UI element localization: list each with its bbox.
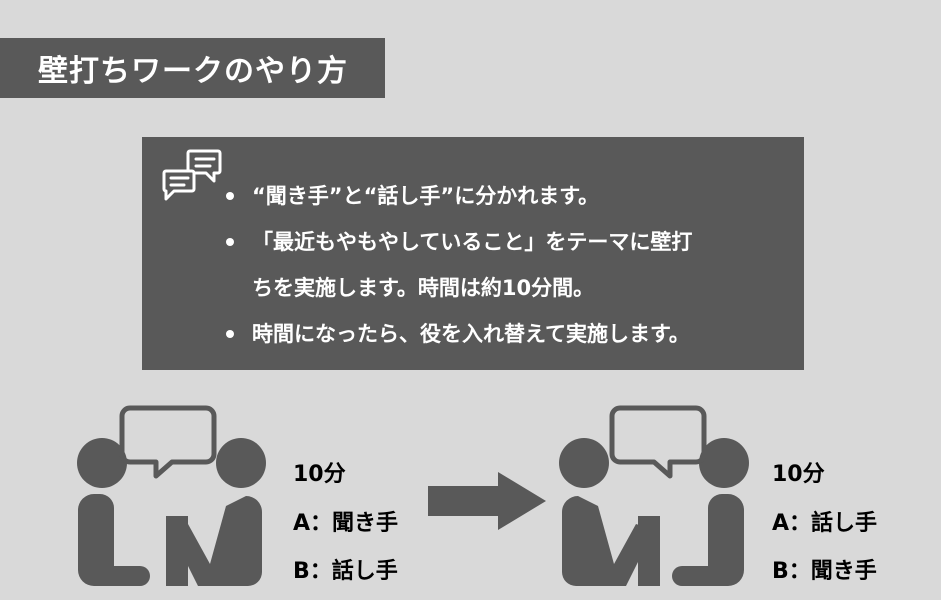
chat-bubbles-icon [162, 149, 222, 201]
two-people-talking-icon [559, 405, 749, 586]
title-banner: 壁打ちワークのやり方 [0, 38, 385, 98]
left-role-a-label: A：聞き手 [293, 511, 399, 536]
page-title: 壁打ちワークのやり方 [38, 54, 348, 89]
right-role-a-label: A：話し手 [772, 511, 878, 536]
instruction-item: 「最近もやもやしていること」をテーマに壁打 [222, 219, 692, 265]
instruction-item: 時間になったら、役を入れ替えて実施します。 [222, 311, 692, 357]
instruction-list: “聞き手”と“話し手”に分かれます。 「最近もやもやしていること」をテーマに壁打… [222, 173, 692, 357]
arrow-right-icon [428, 472, 546, 530]
two-people-talking-icon [77, 405, 266, 586]
left-duration-label: 10分 [293, 462, 346, 487]
instructions-panel: “聞き手”と“話し手”に分かれます。 「最近もやもやしていること」をテーマに壁打… [142, 137, 804, 370]
left-role-b-label: B：話し手 [293, 559, 398, 584]
right-role-b-label: B：聞き手 [772, 559, 877, 584]
conversation-illustration-left [68, 400, 278, 590]
instruction-item: “聞き手”と“話し手”に分かれます。 [222, 173, 692, 219]
right-duration-label: 10分 [772, 462, 825, 487]
conversation-illustration-right [548, 400, 758, 590]
instruction-item-continuation: ちを実施します。時間は約10分間。 [252, 276, 595, 300]
